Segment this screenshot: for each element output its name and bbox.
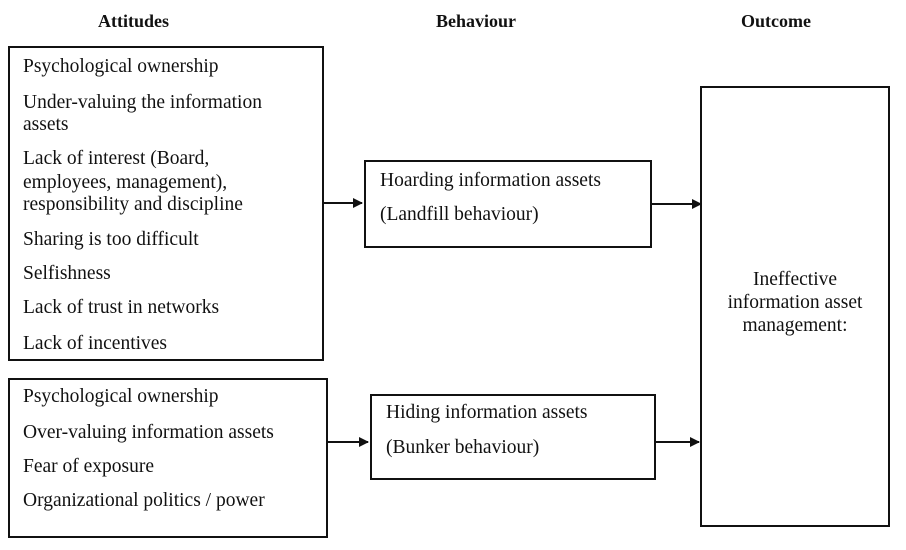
outcome-line: management:	[742, 315, 848, 336]
attitudes-box-top: Psychological ownership Under-valuing th…	[8, 46, 324, 361]
attitude-item: Fear of exposure	[23, 456, 155, 477]
behaviour-subtitle: (Bunker behaviour)	[386, 437, 540, 458]
attitude-item: Selfishness	[23, 263, 111, 284]
attitude-item: Psychological ownership	[23, 386, 219, 407]
attitude-item: Over-valuing information assets	[23, 422, 274, 443]
attitude-item: assets	[23, 114, 69, 135]
attitude-item: employees, management),	[23, 172, 228, 193]
attitude-item: Lack of interest (Board,	[23, 148, 210, 169]
header-outcome: Outcome	[741, 11, 811, 31]
attitude-item: Under-valuing the information	[23, 92, 262, 113]
behaviour-box-hiding: Hiding information assets (Bunker behavi…	[370, 394, 656, 480]
outcome-box: Ineffective information asset management…	[700, 86, 890, 527]
header-behaviour: Behaviour	[436, 11, 517, 31]
attitude-item: Organizational politics / power	[23, 490, 265, 511]
outcome-line: information asset	[727, 292, 863, 313]
behaviour-box-hoarding: Hoarding information assets (Landfill be…	[364, 160, 652, 248]
outcome-text: Ineffective information asset management…	[702, 268, 888, 337]
attitude-item: Lack of trust in networks	[23, 297, 220, 318]
attitude-item: Sharing is too difficult	[23, 229, 199, 250]
behaviour-label: Hiding information assets	[386, 402, 588, 423]
behaviour-label: Hoarding information assets	[380, 170, 601, 191]
header-attitudes: Attitudes	[98, 11, 169, 31]
attitude-item: Lack of incentives	[23, 333, 168, 354]
attitude-item: Psychological ownership	[23, 56, 219, 77]
attitudes-box-bottom: Psychological ownership Over-valuing inf…	[8, 378, 328, 538]
outcome-line: Ineffective	[752, 269, 838, 290]
behaviour-subtitle: (Landfill behaviour)	[380, 204, 539, 225]
attitude-item: responsibility and discipline	[23, 194, 243, 215]
